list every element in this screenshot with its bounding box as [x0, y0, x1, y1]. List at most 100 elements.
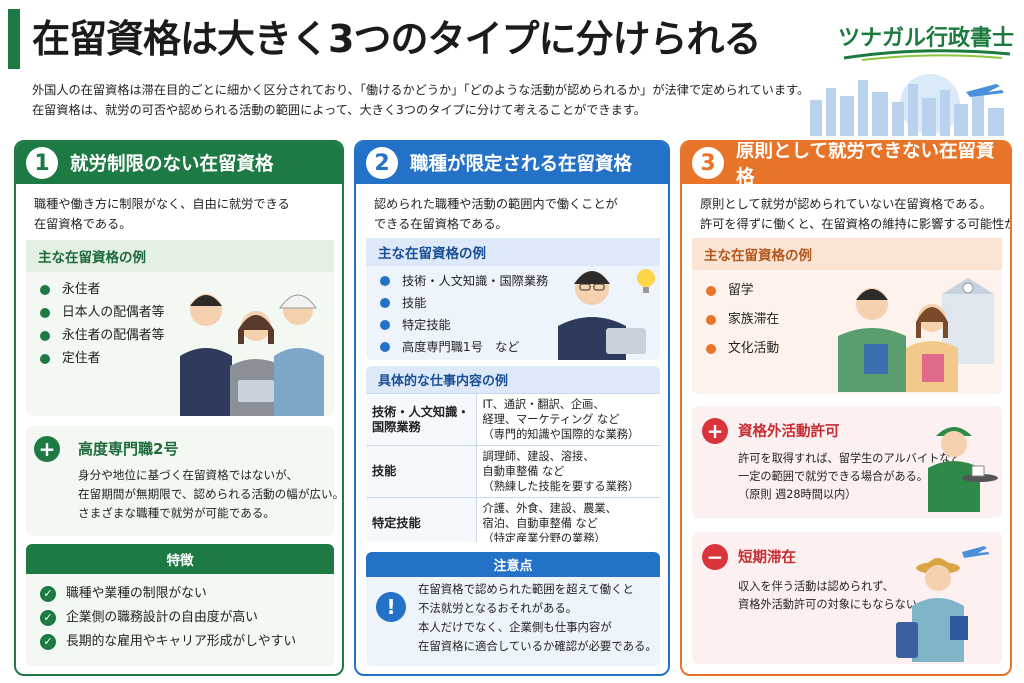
examples-heading: 主な在留資格の例: [366, 238, 660, 266]
job-category-line: 技術・人文知識・: [372, 404, 470, 419]
type2-card: 2 職種が限定される在留資格 認められた職種や活動の範囲内で働くことが できる在…: [354, 140, 670, 676]
job-detail-line: （専門的知識や国際的な業務）: [482, 428, 640, 441]
caution-line: 不法就労となるおそれがある。: [418, 601, 578, 615]
list-item: 日本人の配偶者等: [40, 301, 320, 324]
example-label: 留学: [728, 283, 754, 298]
permit-box: + 資格外活動許可 許可を取得すれば、留学生のアルバイトなど 一定の範囲で就労で…: [692, 406, 1002, 518]
permit-line: 一定の範囲で就労できる場合がある。: [738, 470, 928, 483]
caution-box: 注意点 ! 在留資格で認められた範囲を超えて働くと 不法就労となるおそれがある。…: [366, 552, 660, 666]
type1-card: 1 就労制限のない在留資格 職種や働き方に制限がなく、自由に就労できる 在留資格…: [14, 140, 344, 676]
check-icon: ✓: [40, 634, 56, 650]
hsp2-line: さまざまな職種で就労が可能である。: [78, 506, 275, 520]
hsp2-body: 身分や地位に基づく在留資格ではないが、 在留期間が無期限で、認められる活動の幅が…: [78, 466, 344, 523]
job-detail-line: 調理師、建設、溶接、: [482, 450, 595, 463]
features-heading: 特徴: [26, 544, 334, 574]
job-category-line: 国際業務: [372, 419, 421, 434]
example-label: 家族滞在: [728, 312, 780, 327]
job-detail-line: 自動車整備 など: [482, 465, 565, 478]
airplane-icon: [966, 84, 1004, 97]
businessman-illustration: [558, 269, 655, 360]
permit-line: （原則 週28時間以内）: [738, 488, 857, 501]
city-skyline-illustration: [810, 74, 1004, 136]
desc-line: 職種や働き方に制限がなく、自由に就労できる: [34, 197, 290, 211]
job-category-cell: 技術・人文知識・国際業務: [366, 393, 477, 446]
brand-name: ツナガル行政書士: [838, 26, 1015, 51]
list-item: 留学: [706, 276, 988, 305]
check-icon: ✓: [40, 610, 56, 626]
example-label: 特定技能: [402, 318, 451, 332]
job-detail-line: 経理、マーケティング など: [482, 413, 620, 426]
table-row: 特定技能 介護、外食、建設、農業、宿泊、自動車整備 など（特定産業分野の業務）: [366, 497, 660, 542]
examples-heading: 主な在留資格の例: [26, 240, 334, 272]
hsp2-line: 在留期間が無期限で、認められる活動の幅が広い。: [78, 487, 344, 501]
caution-line: 在留資格で認められた範囲を超えて働くと: [418, 582, 634, 596]
job-category-cell: 特定技能: [366, 497, 477, 542]
type3-number: 3: [692, 147, 724, 179]
hsp2-title: 高度専門職2号: [78, 440, 179, 458]
feature-label: 職種や業種の制限がない: [66, 586, 207, 601]
list-item: 特定技能: [380, 314, 646, 336]
feature-label: 長期的な雇用やキャリア形成がしやすい: [66, 634, 297, 649]
short-stay-line: 資格外活動許可の対象にもならない。: [738, 598, 929, 611]
bullet-dot-icon: [40, 330, 50, 341]
short-stay-title: 短期滞在: [738, 550, 796, 566]
list-item: 家族滞在: [706, 305, 988, 334]
type3-title: 原則として就労できない在留資格: [736, 141, 995, 188]
example-label: 技能: [402, 296, 427, 310]
short-stay-body: 収入を伴う活動は認められず、 資格外活動許可の対象にもならない。: [738, 578, 928, 614]
job-category-cell: 技能: [366, 445, 477, 498]
list-item: 技術・人文知識・国際業務: [380, 270, 646, 292]
caution-line: 本人だけでなく、企業側も仕事内容が: [418, 620, 612, 634]
plus-icon: +: [34, 436, 60, 462]
list-item: 高度専門職1号 など: [380, 336, 646, 358]
type1-title: 就労制限のない在留資格: [70, 154, 274, 175]
list-item: 技能: [380, 292, 646, 314]
list-item: 永住者の配偶者等: [40, 324, 320, 347]
job-detail-cell: 調理師、建設、溶接、自動車整備 など （熟練した技能を要する業務）: [476, 445, 660, 498]
type3-card: 3 原則として就労できない在留資格 原則として就労が認められていない在留資格であ…: [680, 140, 1012, 676]
cafe-worker-illustration: [928, 427, 998, 512]
check-icon: ✓: [40, 586, 56, 602]
example-label: 定住者: [62, 351, 101, 366]
type1-description: 職種や働き方に制限がなく、自由に就労できる 在留資格である。: [34, 194, 290, 234]
job-detail-line: （熟練した技能を要する業務）: [482, 480, 640, 493]
caution-heading: 注意点: [366, 552, 660, 577]
permit-line: 許可を取得すれば、留学生のアルバイトなど: [738, 452, 962, 465]
type1-examples: 主な在留資格の例 永住者 日本人の配偶者等 永住者の配偶者等 定住者: [26, 240, 334, 416]
bullet-dot-icon: [40, 284, 50, 295]
hsp2-box: + 高度専門職2号 身分や地位に基づく在留資格ではないが、 在留期間が無期限で、…: [26, 426, 342, 536]
type2-description: 認められた職種や活動の範囲内で働くことが できる在留資格である。: [374, 194, 618, 234]
type3-description: 原則として就労が認められていない在留資格である。 許可を得ずに働くと、在留資格の…: [700, 194, 1010, 234]
type2-examples: 主な在留資格の例 技術・人文知識・国際業務 技能 特定技能 高度専門職1号 など: [366, 238, 660, 360]
example-label: 高度専門職1号 など: [402, 340, 520, 354]
example-label: 日本人の配偶者等: [62, 305, 165, 320]
examples-heading: 主な在留資格の例: [692, 238, 1002, 270]
list-item: 文化活動: [706, 334, 988, 363]
workers-illustration: [180, 294, 324, 416]
job-detail-line: IT、通訳・翻訳、企画、: [482, 398, 605, 411]
brand-logo[interactable]: ツナガル行政書士: [838, 14, 1014, 66]
feature-label: 企業側の職務設計の自由度が高い: [66, 610, 258, 625]
type2-header: 2 職種が限定される在留資格: [356, 142, 668, 184]
bullet-dot-icon: [706, 285, 716, 296]
job-category-line: 特定技能: [372, 516, 421, 530]
features-box: 特徴 ✓ 職種や業種の制限がない ✓ 企業側の職務設計の自由度が高い ✓ 長期的な雇用…: [26, 544, 334, 666]
table-row: 技能 調理師、建設、溶接、自動車整備 など （熟練した技能を要する業務）: [366, 445, 660, 498]
job-examples-heading: 具体的な仕事内容の例: [366, 366, 660, 393]
type2-number: 2: [366, 147, 398, 179]
list-item: ✓ 職種や業種の制限がない: [40, 582, 320, 606]
job-examples-table: 具体的な仕事内容の例 技術・人文知識・国際業務 IT、通訳・翻訳、企画、経理、マ…: [366, 366, 660, 542]
type2-title: 職種が限定される在留資格: [410, 154, 633, 175]
bullet-dot-icon: [706, 314, 716, 325]
hsp2-line: 身分や地位に基づく在留資格ではないが、: [78, 468, 299, 482]
bullet-dot-icon: [706, 343, 716, 354]
list-item: 永住者: [40, 278, 320, 301]
bullet-dot-icon: [380, 298, 390, 308]
list-item: 定住者: [40, 347, 320, 370]
type3-header: 3 原則として就労できない在留資格: [682, 142, 1010, 188]
bullet-dot-icon: [40, 353, 50, 364]
students-illustration: [838, 278, 994, 392]
title-accent-bar: [8, 9, 20, 69]
permit-body: 許可を取得すれば、留学生のアルバイトなど 一定の範囲で就労できる場合がある。 （…: [738, 450, 962, 504]
caution-body: 在留資格で認められた範囲を超えて働くと 不法就労となるおそれがある。 本人だけで…: [418, 580, 657, 656]
